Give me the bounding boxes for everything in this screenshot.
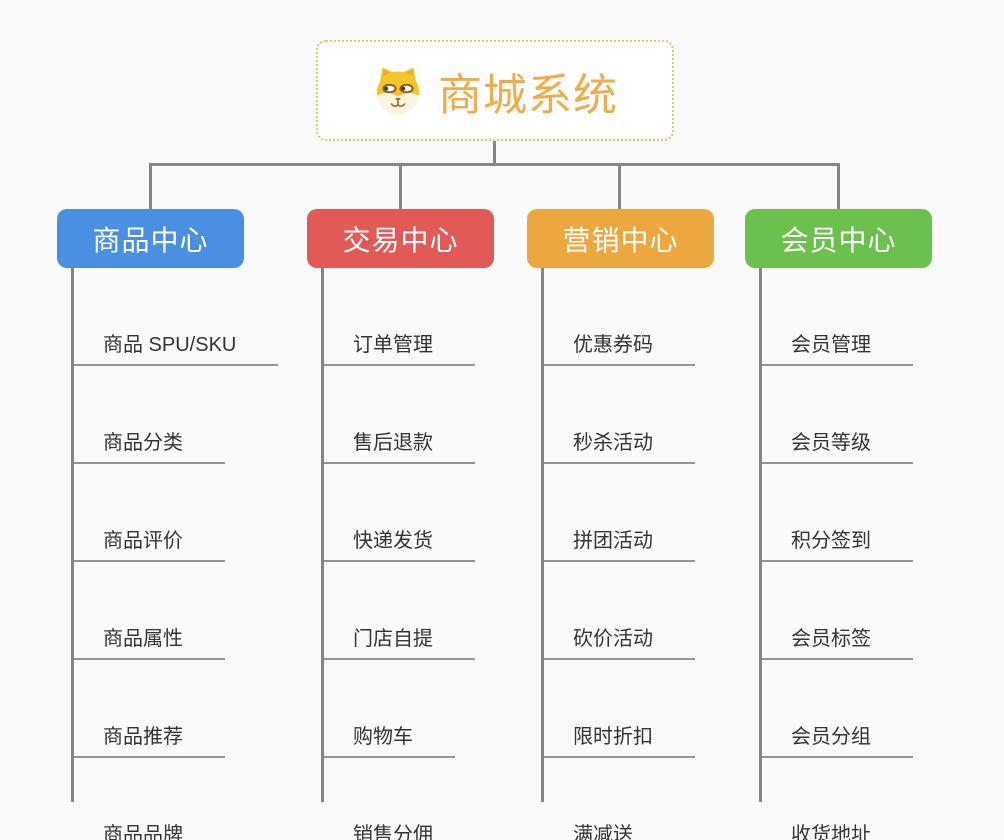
connector-bus xyxy=(149,163,840,166)
branch-header-marketing[interactable]: 营销中心 xyxy=(527,209,714,268)
root-title: 商城系统 xyxy=(438,70,618,120)
branch-column-marketing: 优惠券码 秒杀活动 拼团活动 砍价活动 限时折扣 满减送 xyxy=(541,268,695,840)
tree-item[interactable]: 商品属性 xyxy=(74,562,225,660)
tree-item[interactable]: 售后退款 xyxy=(324,366,475,464)
tree-item[interactable]: 限时折扣 xyxy=(544,660,695,758)
tree-item[interactable]: 会员标签 xyxy=(762,562,913,660)
tree-item[interactable]: 门店自提 xyxy=(324,562,475,660)
tree-item[interactable]: 商品 SPU/SKU xyxy=(74,268,279,366)
tree-item[interactable]: 订单管理 xyxy=(324,268,475,366)
tree-item[interactable]: 快递发货 xyxy=(324,464,475,562)
tree-item[interactable]: 拼团活动 xyxy=(544,464,695,562)
tree-item[interactable]: 商品分类 xyxy=(74,366,225,464)
branch-header-product[interactable]: 商品中心 xyxy=(57,209,244,268)
tree-item[interactable]: 商品品牌 xyxy=(74,758,225,840)
tree-item[interactable]: 砍价活动 xyxy=(544,562,695,660)
tree-item[interactable]: 会员管理 xyxy=(762,268,913,366)
dog-face-icon xyxy=(376,66,420,114)
tree-item[interactable]: 商品推荐 xyxy=(74,660,225,758)
branch-column-trade: 订单管理 售后退款 快递发货 门店自提 购物车 销售分佣 xyxy=(321,268,475,840)
connector-drop-2 xyxy=(399,164,402,210)
tree-item[interactable]: 会员分组 xyxy=(762,660,913,758)
tree-item[interactable]: 会员等级 xyxy=(762,366,913,464)
tree-item[interactable]: 满减送 xyxy=(544,758,675,840)
tree-item[interactable]: 收货地址 xyxy=(762,758,913,840)
tree-item[interactable]: 购物车 xyxy=(324,660,455,758)
branch-header-member[interactable]: 会员中心 xyxy=(745,209,932,268)
tree-item[interactable]: 商品评价 xyxy=(74,464,225,562)
connector-root-stem xyxy=(493,140,496,165)
branch-header-trade[interactable]: 交易中心 xyxy=(307,209,494,268)
root-node[interactable]: 商城系统 xyxy=(316,40,674,141)
tree-item[interactable]: 优惠券码 xyxy=(544,268,695,366)
connector-drop-3 xyxy=(618,164,621,210)
branch-column-member: 会员管理 会员等级 积分签到 会员标签 会员分组 收货地址 xyxy=(759,268,913,840)
connector-drop-1 xyxy=(149,164,152,210)
connector-drop-4 xyxy=(837,164,840,210)
branch-column-product: 商品 SPU/SKU 商品分类 商品评价 商品属性 商品推荐 商品品牌 xyxy=(71,268,279,840)
tree-item[interactable]: 积分签到 xyxy=(762,464,913,562)
tree-item[interactable]: 销售分佣 xyxy=(324,758,475,840)
tree-item[interactable]: 秒杀活动 xyxy=(544,366,695,464)
